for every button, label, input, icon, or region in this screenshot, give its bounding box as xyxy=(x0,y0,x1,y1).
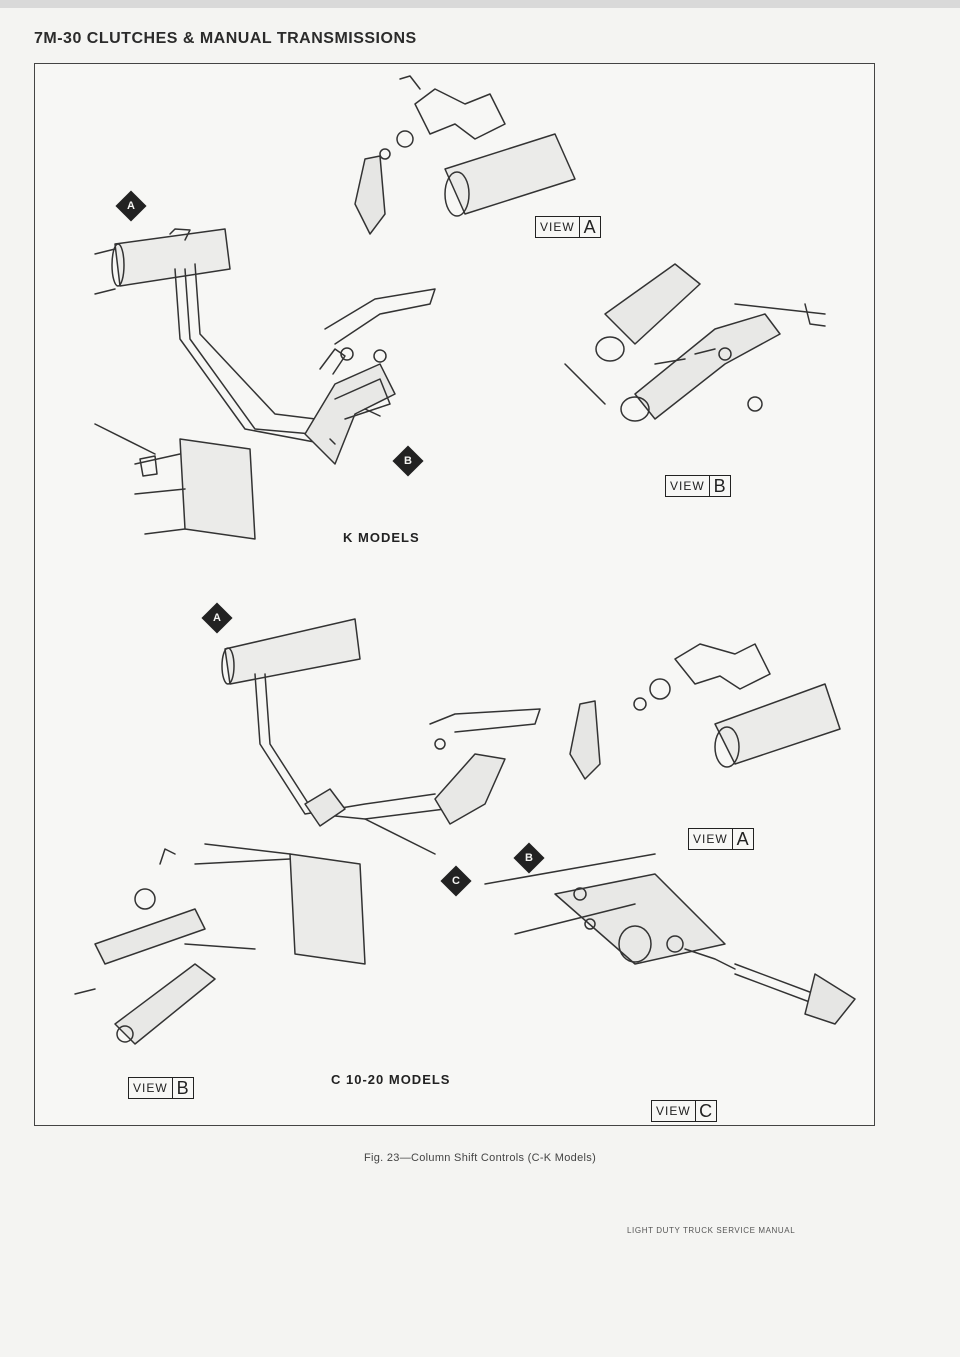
figure-caption: Fig. 23—Column Shift Controls (C-K Model… xyxy=(363,1152,597,1164)
c-bracket xyxy=(194,843,366,965)
view-word: VIEW xyxy=(651,1100,695,1122)
c-view-a-detail xyxy=(569,643,841,780)
view-a-label-k: VIEW A xyxy=(535,216,601,238)
view-c-label-c: VIEW C xyxy=(651,1100,717,1122)
view-word: VIEW xyxy=(128,1077,172,1099)
view-letter: B xyxy=(171,1077,194,1099)
tag-letter: B xyxy=(525,851,533,864)
k-steering-column xyxy=(94,228,231,295)
c-view-b-detail xyxy=(74,848,256,1045)
tag-letter: B xyxy=(404,454,412,467)
c-view-c-detail xyxy=(484,853,856,1025)
c-models-label: C 10-20 MODELS xyxy=(331,1072,451,1087)
view-letter: C xyxy=(694,1100,717,1122)
k-models-label: K MODELS xyxy=(343,530,420,545)
k-shift-levers xyxy=(304,288,436,465)
page-header: 7M-30 CLUTCHES & MANUAL TRANSMISSIONS xyxy=(34,30,417,47)
page-footer: LIGHT DUTY TRUCK SERVICE MANUAL xyxy=(627,1226,796,1235)
view-letter: B xyxy=(708,475,731,497)
view-letter: A xyxy=(578,216,601,238)
k-shift-rods xyxy=(174,263,341,445)
view-word: VIEW xyxy=(688,828,732,850)
view-b-label-c: VIEW B xyxy=(128,1077,194,1099)
tag-letter: A xyxy=(127,199,135,212)
shift-control-illustration xyxy=(74,75,856,1045)
figure-frame: K MODELS C 10-20 MODELS VIEW A VIEW B VI… xyxy=(34,63,875,1126)
top-rule xyxy=(0,0,960,8)
k-bracket xyxy=(94,423,256,540)
tag-letter: C xyxy=(452,874,460,887)
c-shift-rods xyxy=(254,673,446,855)
view-b-label-k: VIEW B xyxy=(665,475,731,497)
view-word: VIEW xyxy=(665,475,709,497)
k-view-b-detail xyxy=(564,263,826,422)
view-letter: A xyxy=(731,828,754,850)
view-a-label-c: VIEW A xyxy=(688,828,754,850)
k-view-a-detail xyxy=(354,75,576,235)
c-steering-column xyxy=(221,618,361,685)
view-word: VIEW xyxy=(535,216,579,238)
tag-letter: A xyxy=(213,611,221,624)
c-shift-levers xyxy=(304,708,541,827)
